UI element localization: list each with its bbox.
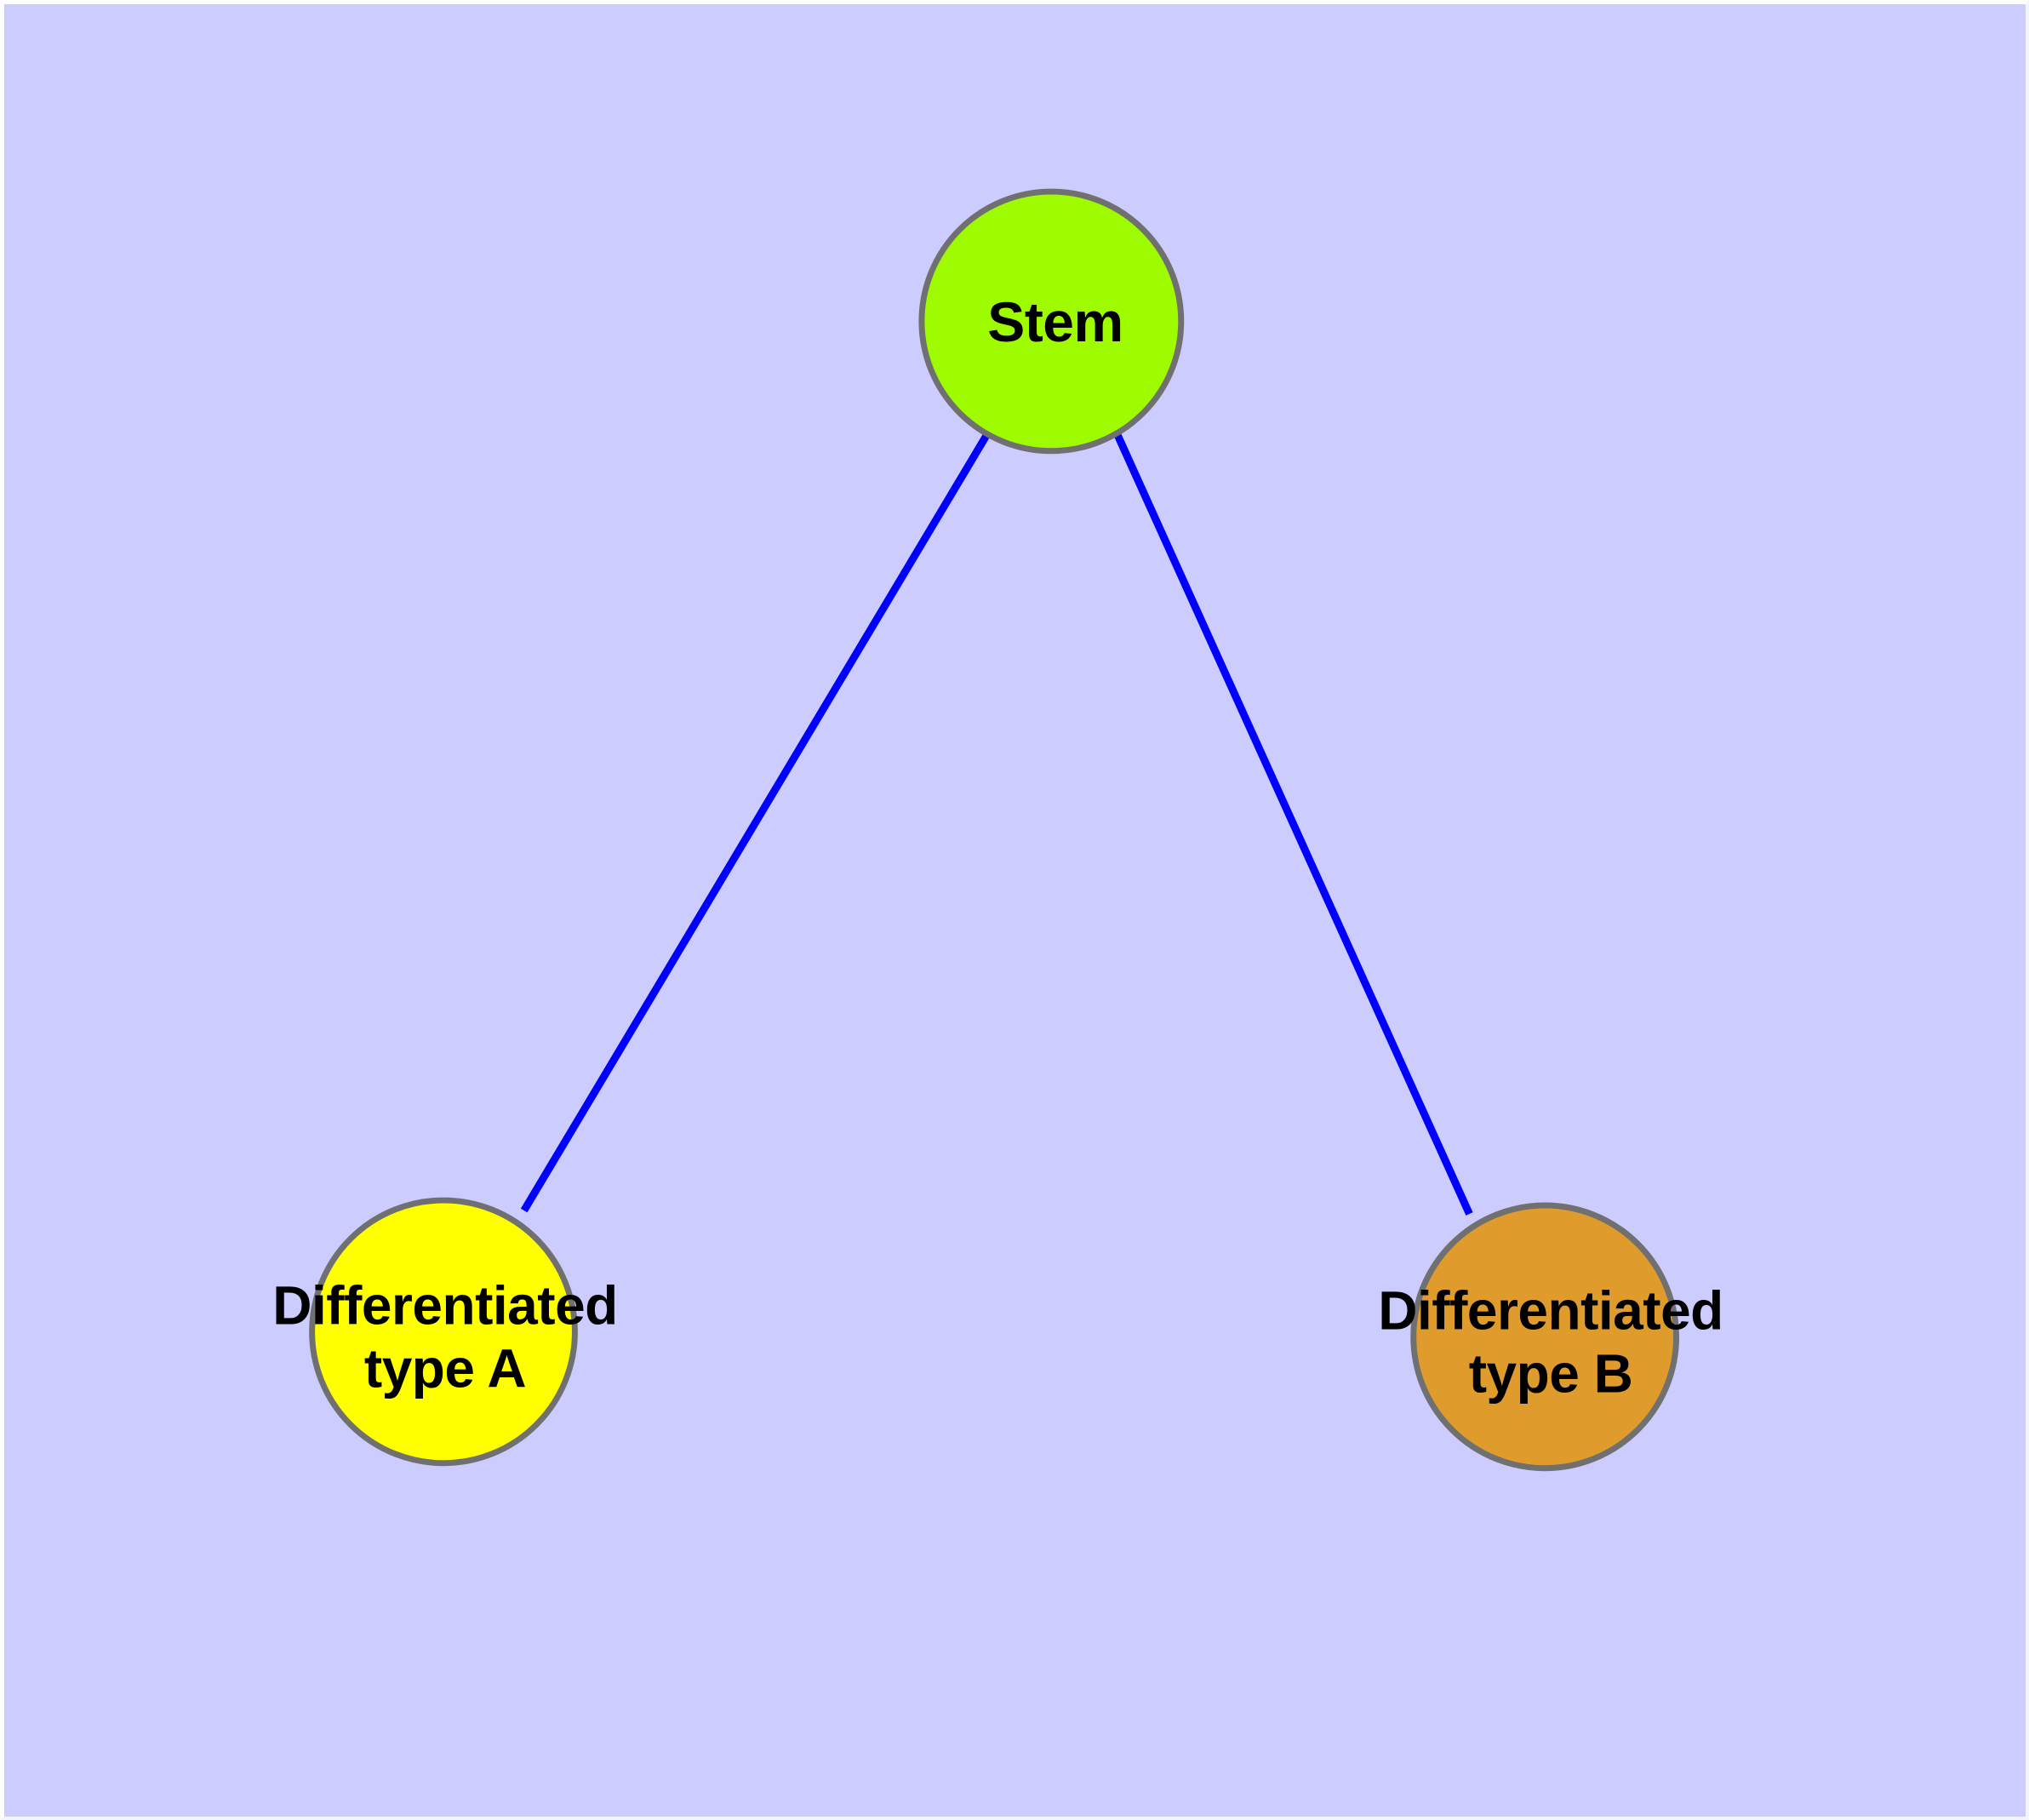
node-differentiated-type-b[interactable] <box>1410 1202 1680 1472</box>
edge-layer <box>520 431 1473 1216</box>
graph-svg <box>309 188 1680 1472</box>
node-layer <box>309 188 1680 1472</box>
node-differentiated-type-a[interactable] <box>309 1197 578 1467</box>
node-stem[interactable] <box>918 188 1185 455</box>
edge-stem-to-differentiated-type-a[interactable] <box>520 431 992 1213</box>
edge-stem-to-differentiated-type-b[interactable] <box>1113 433 1473 1216</box>
